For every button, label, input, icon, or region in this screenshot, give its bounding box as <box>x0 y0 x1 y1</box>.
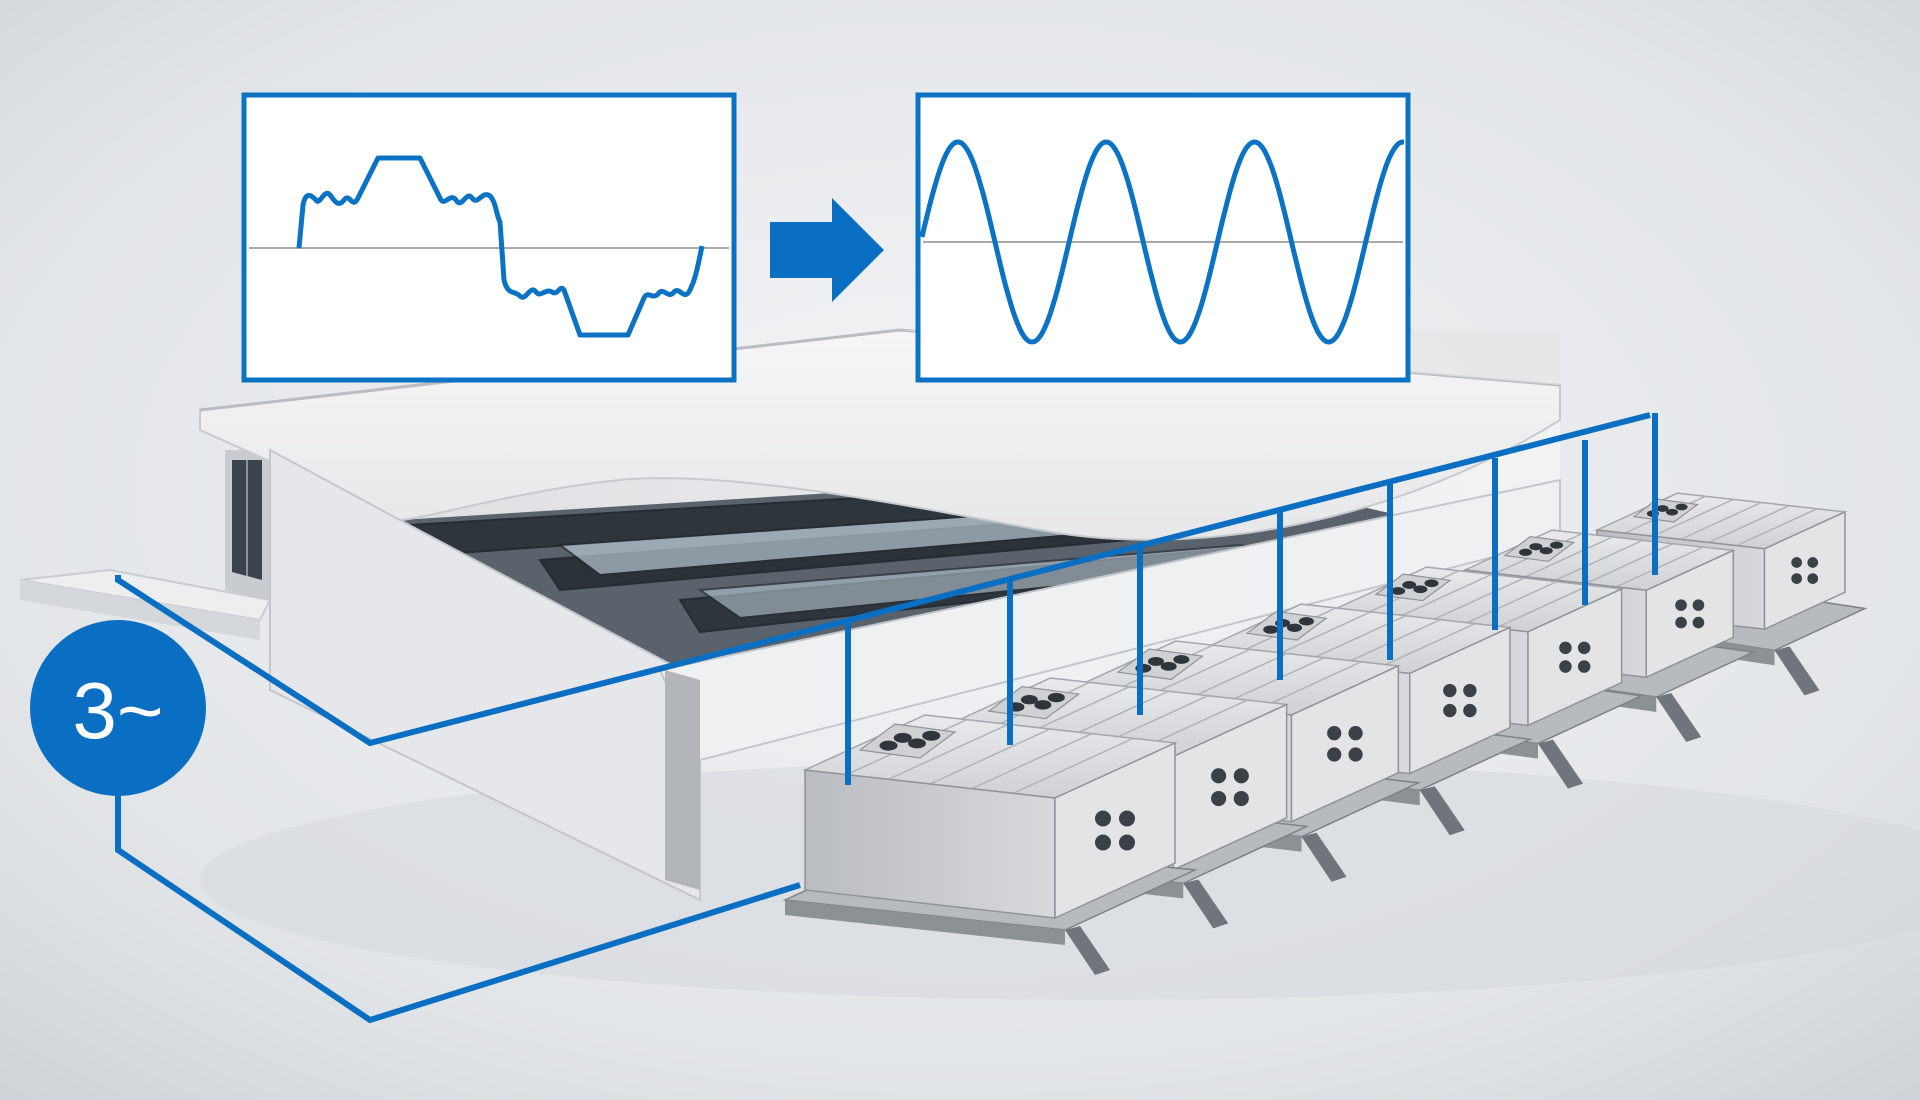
fan-icon <box>1160 661 1177 671</box>
unit-end-face <box>1054 741 1176 920</box>
phase-badge-circle <box>30 620 206 796</box>
fan-icon <box>1550 541 1564 549</box>
power-unit <box>782 714 1198 975</box>
unit-stairs <box>1419 786 1465 836</box>
exhaust-port <box>1559 660 1572 673</box>
exhaust-port <box>1692 616 1705 629</box>
exhaust-port <box>1675 599 1687 611</box>
fan-icon <box>1656 505 1669 512</box>
exhaust-port <box>1577 641 1591 655</box>
unit-end-face <box>1763 510 1846 631</box>
building <box>19 328 1561 902</box>
exhaust-port <box>1095 810 1111 827</box>
arrow-right-icon <box>770 198 884 302</box>
fan-icon <box>879 740 898 751</box>
upper-feed-wire <box>115 412 1651 747</box>
exhaust-port <box>1233 768 1249 784</box>
unit-railing <box>785 900 1065 945</box>
fan-icon <box>893 732 912 743</box>
fan-icon <box>1413 585 1428 594</box>
wiring <box>115 412 1658 1024</box>
unit-stairs <box>1183 879 1229 929</box>
fan-icon <box>1675 503 1688 511</box>
unit-stairs <box>1774 646 1820 696</box>
input-waveform-panel <box>241 92 737 383</box>
fan-icon <box>1424 579 1439 588</box>
fan-icon <box>1298 617 1314 626</box>
output-scope-frame <box>915 92 1411 383</box>
exhaust-port <box>1791 573 1803 584</box>
fan-icon <box>1047 692 1065 703</box>
unit-end-face <box>1645 549 1734 679</box>
fan-icon <box>1529 543 1543 551</box>
exhaust-port <box>1211 768 1227 784</box>
exhaust-port <box>1577 660 1591 673</box>
fan-icon <box>1666 508 1679 516</box>
exhaust-port <box>1443 683 1457 698</box>
distorted-waveform <box>296 155 705 338</box>
exhaust-port <box>1463 683 1477 698</box>
entrance-ramp-edge <box>20 580 260 640</box>
unit-end-face <box>1527 587 1623 727</box>
fan-icon <box>1287 623 1303 632</box>
unit-stairs <box>1065 926 1110 975</box>
corner-pillar <box>665 670 700 890</box>
output-waveform-panel <box>915 92 1411 383</box>
phase-badge: 3~ <box>30 620 206 796</box>
exhaust-port <box>1463 703 1477 718</box>
exhaust-port <box>1327 726 1342 741</box>
fan-icon <box>1519 548 1533 556</box>
fan-icon <box>1020 694 1038 705</box>
exhaust-port <box>1327 747 1342 762</box>
sine-waveform <box>919 139 1405 345</box>
exhaust-port <box>1233 790 1249 807</box>
exhaust-port <box>1348 747 1363 762</box>
fan-icon <box>1391 587 1406 595</box>
fan-icon <box>908 738 926 749</box>
unit-stairs <box>1538 739 1583 789</box>
fan-icon <box>1539 547 1553 555</box>
exhaust-port <box>1559 641 1572 655</box>
exhaust-port <box>1807 573 1819 584</box>
power-units <box>782 492 1868 975</box>
exhaust-port <box>1095 834 1111 851</box>
input-scope-frame <box>241 92 737 383</box>
fan-icon <box>1147 656 1165 666</box>
fan-icon <box>1402 581 1417 589</box>
lower-return-wire <box>115 795 801 1024</box>
fan-icon <box>1263 625 1279 634</box>
exhaust-port <box>1348 726 1363 741</box>
exhaust-port <box>1443 703 1457 718</box>
exhaust-port <box>1675 616 1687 629</box>
unit-stairs <box>1301 832 1347 882</box>
exhaust-port <box>1119 810 1135 827</box>
unit-end-face <box>1409 626 1511 775</box>
fan-icon <box>1173 655 1190 664</box>
exhaust-port <box>1211 790 1227 807</box>
exhaust-port <box>1791 557 1803 568</box>
fan-icon <box>922 730 941 741</box>
phase-badge-label: 3~ <box>72 666 163 755</box>
unit-stairs <box>1656 693 1702 742</box>
fan-icon <box>1034 700 1052 710</box>
exhaust-port <box>1692 599 1705 611</box>
exhaust-port <box>1119 834 1135 851</box>
exhaust-port <box>1807 557 1819 568</box>
unit-end-face <box>1290 664 1400 823</box>
